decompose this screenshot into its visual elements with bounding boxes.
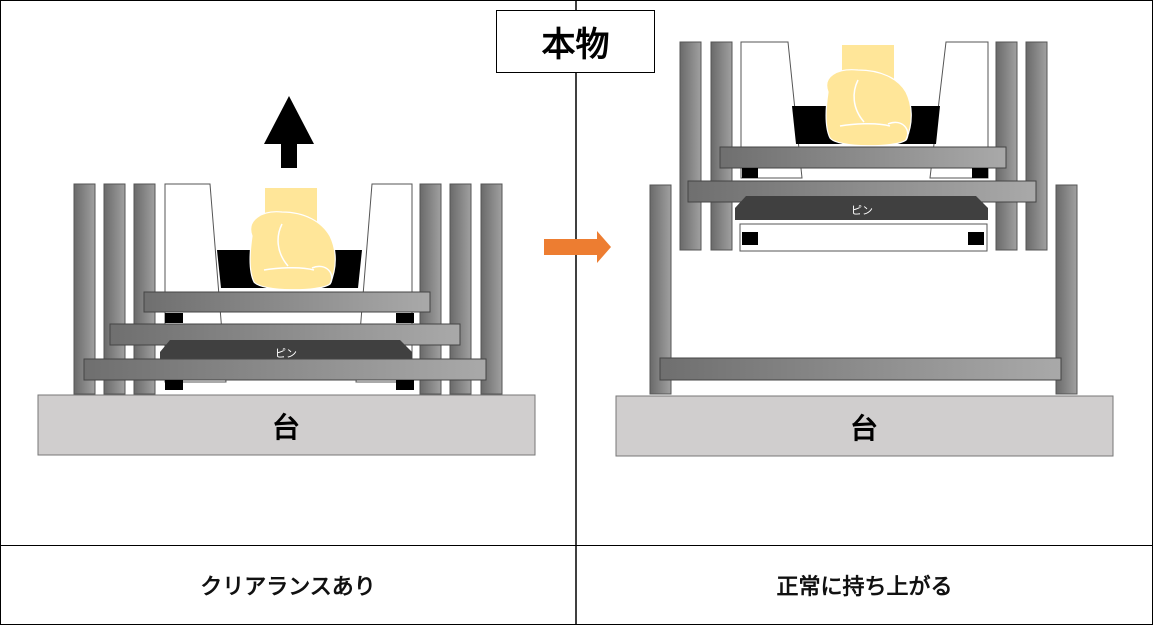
pin-block xyxy=(735,196,988,220)
base-label: 台 xyxy=(272,411,300,444)
base-platform xyxy=(615,395,1114,457)
outer-post-right xyxy=(1055,184,1078,395)
pin-block xyxy=(160,340,412,364)
right-panel: ピン 台 xyxy=(615,41,1114,457)
fist-hand-icon xyxy=(825,45,912,147)
lower-crossbar xyxy=(659,357,1062,381)
bottom-bar xyxy=(83,358,487,381)
pin-label: ピン xyxy=(851,204,873,217)
outer-post-left xyxy=(649,184,672,395)
pin-label: ピン xyxy=(275,347,297,360)
left-panel: ピン 台 xyxy=(37,96,536,456)
top-lift-bar xyxy=(143,291,431,313)
page-title: 本物 xyxy=(541,25,610,65)
base-platform xyxy=(37,394,536,456)
caption-right: 正常に持ち上がる xyxy=(776,575,953,600)
lifted-frame-bottom xyxy=(739,223,988,252)
right-arrow-icon xyxy=(544,231,611,263)
caption-left: クリアランスあり xyxy=(200,575,376,600)
title-box: 本物 xyxy=(496,10,655,73)
base-label: 台 xyxy=(850,412,878,445)
top-lift-bar xyxy=(719,146,1007,169)
up-arrow-icon xyxy=(264,96,314,168)
fist-hand-icon xyxy=(249,188,336,291)
